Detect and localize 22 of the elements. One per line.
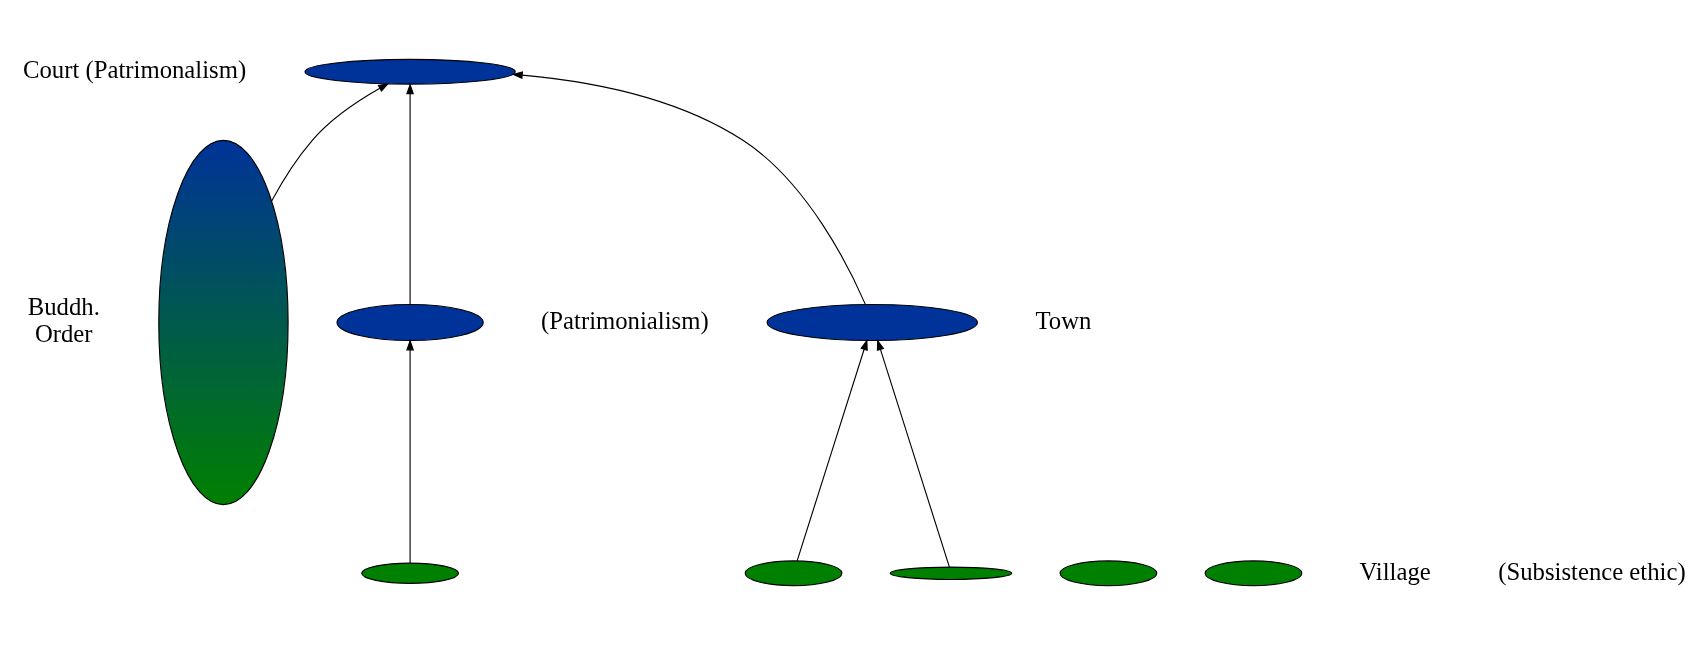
node-label: Buddh. bbox=[27, 293, 100, 321]
node-label: (Patrimonialism) bbox=[541, 306, 709, 334]
label: (Subsistence ethic) bbox=[1498, 557, 1686, 585]
node-ellipse bbox=[361, 562, 459, 584]
node-ellipse bbox=[1204, 560, 1303, 587]
label: Village bbox=[1359, 557, 1431, 585]
node-ellipse bbox=[744, 560, 843, 587]
node-label: Court (Patrimonalism) bbox=[23, 56, 247, 84]
arrow bbox=[796, 339, 868, 562]
node-ellipse bbox=[304, 58, 516, 85]
label: Town bbox=[1035, 306, 1092, 334]
arrow bbox=[876, 339, 950, 568]
node-ellipse bbox=[158, 139, 289, 506]
arrow bbox=[271, 83, 390, 202]
node-label: Order bbox=[34, 320, 93, 348]
node-ellipse bbox=[889, 566, 1013, 580]
node-ellipse bbox=[1059, 560, 1158, 587]
arrow bbox=[406, 339, 415, 564]
node-ellipse bbox=[336, 303, 484, 342]
node-ellipse bbox=[766, 303, 978, 342]
arrow bbox=[406, 82, 415, 305]
arrow bbox=[511, 71, 866, 305]
